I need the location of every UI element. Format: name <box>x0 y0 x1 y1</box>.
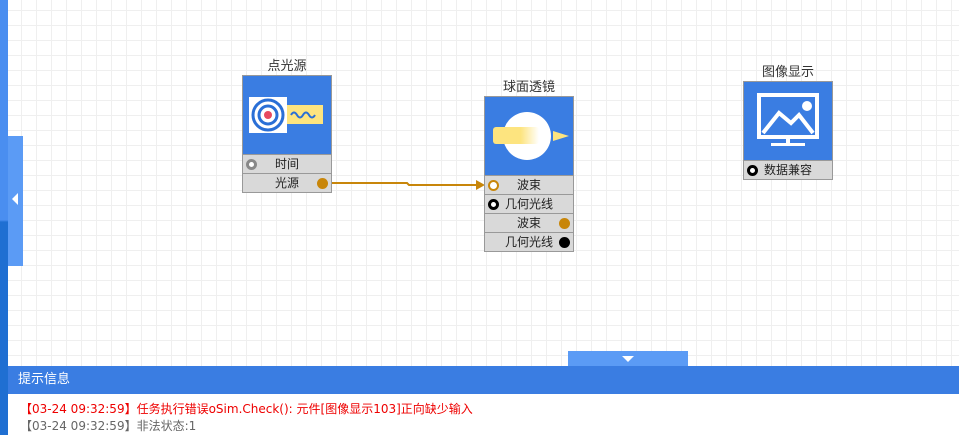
toggle-panel-button[interactable] <box>568 351 688 366</box>
log-entry-info: 【03-24 09:32:59】非法状态:1 <box>20 418 473 435</box>
node-sphere-lens[interactable]: 球面透镜 波束 几何光线 波束 几何光线 <box>484 80 574 252</box>
port-row-beam-out: 波束 <box>484 214 574 233</box>
port-row-ray-out: 几何光线 <box>484 233 574 252</box>
log-time: 【03-24 09:32:59】 <box>20 419 137 433</box>
input-port-ray[interactable] <box>488 199 499 210</box>
input-port-beam[interactable] <box>488 180 499 191</box>
input-port-time[interactable] <box>246 159 257 170</box>
collapse-sidebar-button[interactable] <box>8 136 23 266</box>
port-row-beam-in: 波束 <box>484 176 574 195</box>
panel-title: 提示信息 <box>8 366 959 394</box>
connection-beam[interactable] <box>324 182 480 186</box>
chevron-down-icon <box>622 356 634 362</box>
port-row-time: 时间 <box>242 155 332 174</box>
output-port-ray[interactable] <box>559 237 570 248</box>
workflow-canvas[interactable] <box>8 0 959 366</box>
port-label: 几何光线 <box>504 235 553 249</box>
port-row-ray-in: 几何光线 <box>484 195 574 214</box>
port-label: 光源 <box>274 176 299 190</box>
node-title: 图像显示 <box>761 65 814 80</box>
port-row-data: 数据兼容 <box>743 161 833 180</box>
input-port-data[interactable] <box>747 165 758 176</box>
left-sidebar-strip <box>0 0 8 435</box>
chevron-left-icon <box>12 193 18 205</box>
port-label: 数据兼容 <box>764 163 813 177</box>
node-title: 球面透镜 <box>502 80 555 95</box>
image-display-icon <box>743 81 833 161</box>
arrow-head-icon <box>476 180 485 190</box>
log-text: 非法状态:1 <box>136 419 197 433</box>
port-label: 几何光线 <box>505 197 554 211</box>
point-source-icon <box>242 75 332 155</box>
output-port-beam[interactable] <box>559 218 570 229</box>
node-image-display[interactable]: 图像显示 数据兼容 <box>743 65 833 180</box>
port-label: 时间 <box>274 157 299 171</box>
port-label: 波束 <box>516 178 541 192</box>
log-time: 【03-24 09:32:59】 <box>20 402 137 416</box>
node-point-source[interactable]: 点光源 时间 光源 <box>242 59 332 193</box>
log-text: 任务执行错误oSim.Check(): 元件[图像显示103]正向缺少输入 <box>136 402 473 416</box>
port-row-source: 光源 <box>242 174 332 193</box>
output-port-source[interactable] <box>317 178 328 189</box>
connection-layer <box>324 180 485 190</box>
port-label: 波束 <box>516 216 541 230</box>
node-title: 点光源 <box>267 59 307 74</box>
log-entry-error: 【03-24 09:32:59】任务执行错误oSim.Check(): 元件[图… <box>20 401 473 418</box>
lens-icon <box>484 96 574 176</box>
log-list: 【03-24 09:32:59】任务执行错误oSim.Check(): 元件[图… <box>20 401 473 435</box>
